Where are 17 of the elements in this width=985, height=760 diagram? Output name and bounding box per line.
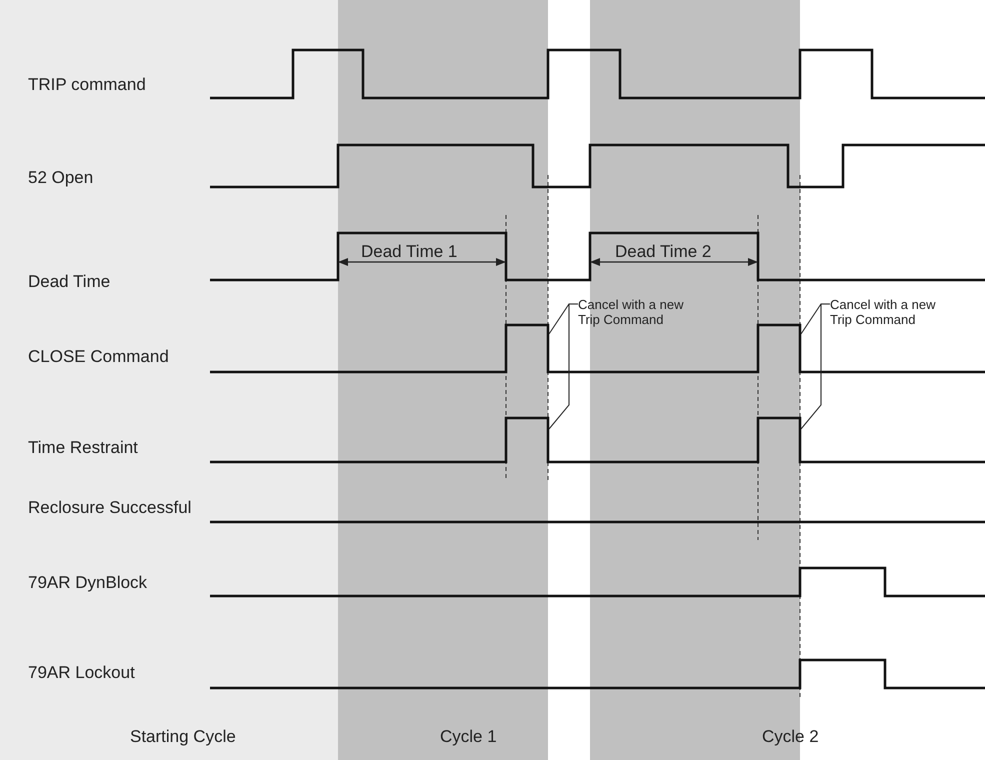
signal-name: Dead Time <box>28 272 110 292</box>
signal-name: Time Restraint <box>28 438 138 458</box>
signal-name: 52 Open <box>28 168 94 188</box>
leader-line <box>800 304 830 430</box>
interval-label: Dead Time 1 <box>361 242 458 262</box>
interval-label: Dead Time 2 <box>615 242 712 262</box>
callout-text: Cancel with a new Trip Command <box>578 297 706 327</box>
cycle-label: Starting Cycle <box>130 727 236 747</box>
callout-text: Cancel with a new Trip Command <box>830 297 958 327</box>
signal-name: 79AR Lockout <box>28 663 135 683</box>
signal-name: CLOSE Command <box>28 347 169 367</box>
signal-name: TRIP command <box>28 75 146 95</box>
signal-name: Reclosure Successful <box>28 498 192 518</box>
cycle-label: Cycle 2 <box>762 727 819 747</box>
leader-line <box>548 304 578 430</box>
cycle-label: Cycle 1 <box>440 727 497 747</box>
signal-name: 79AR DynBlock <box>28 573 148 593</box>
